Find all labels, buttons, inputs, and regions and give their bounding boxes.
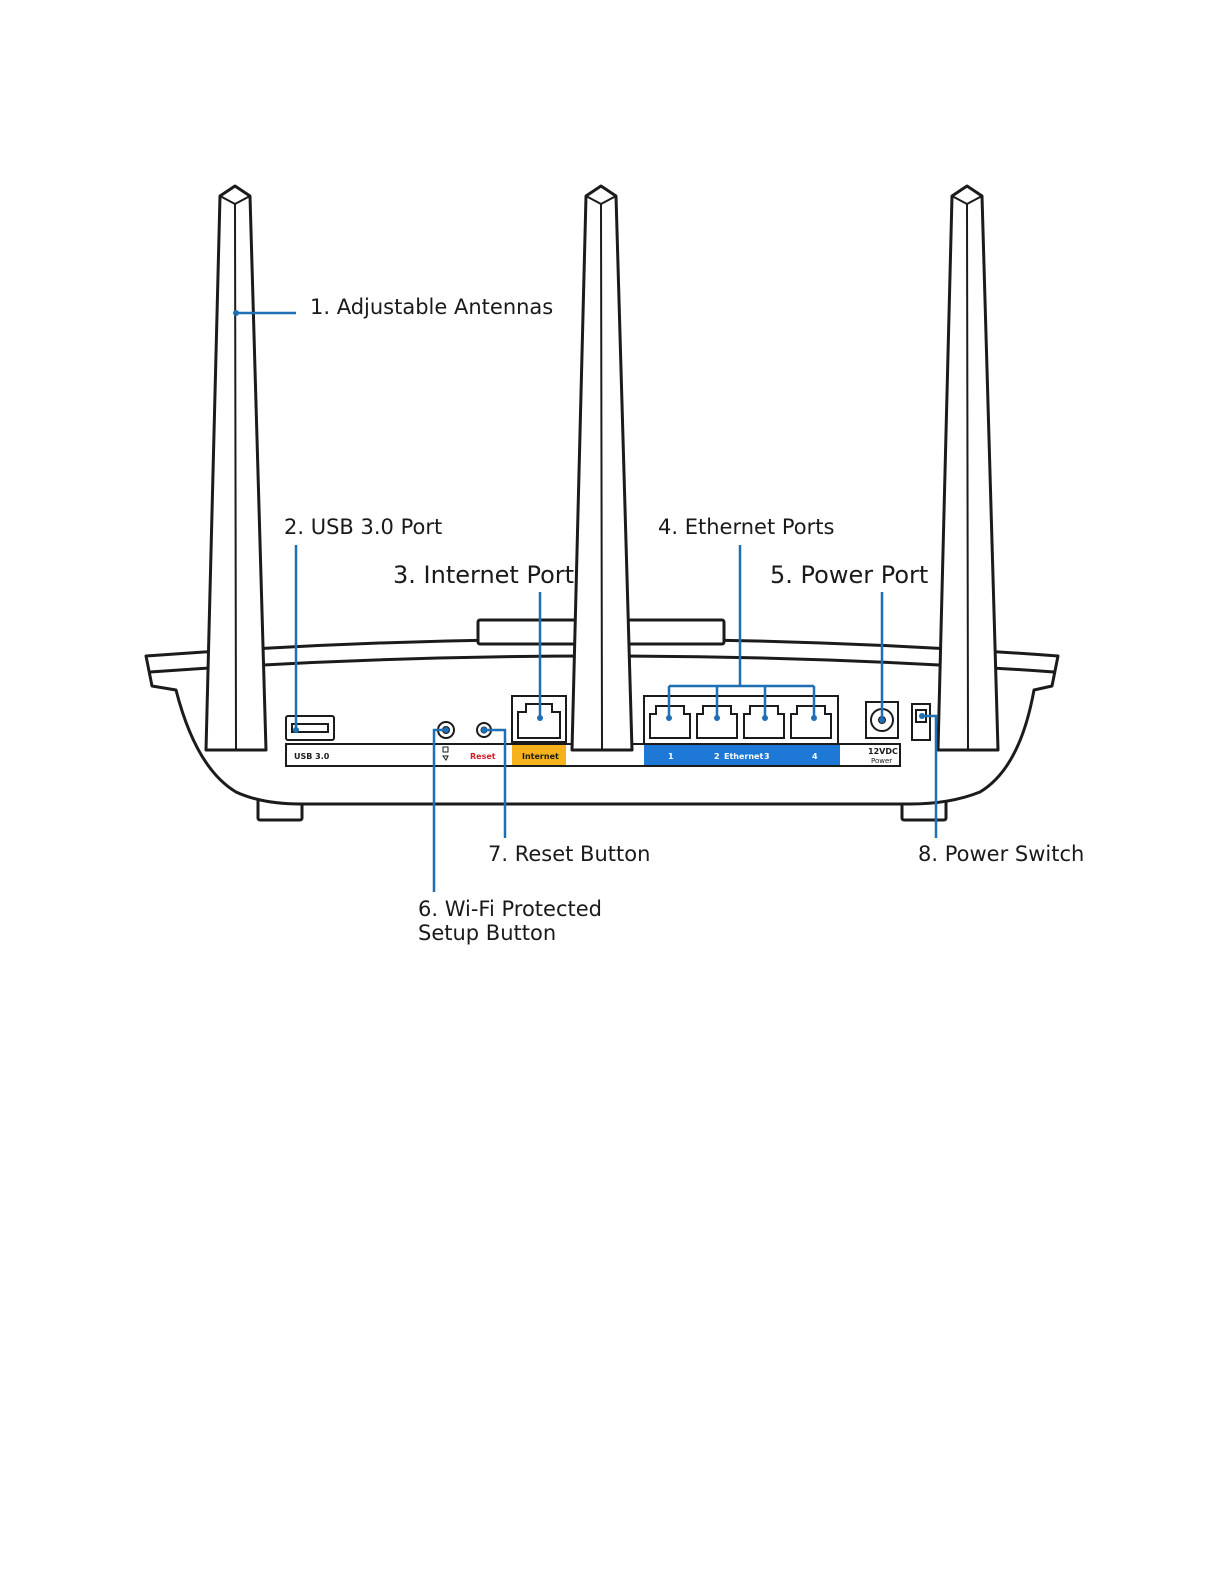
- antenna-right: [936, 184, 1000, 752]
- callout-antennas: 1. Adjustable Antennas: [310, 295, 553, 319]
- internet-panel-label: Internet: [522, 752, 559, 761]
- ethernet-panel-label-1: 1: [668, 752, 674, 761]
- antenna-center: [570, 184, 634, 752]
- ethernet-panel-label-word: Ethernet: [724, 752, 763, 761]
- leader-reset: [484, 728, 507, 838]
- leader-wps: [432, 728, 446, 892]
- reset-panel-label: Reset: [470, 752, 496, 761]
- callout-usb-port: 2. USB 3.0 Port: [284, 515, 442, 539]
- power-panel-word: Power: [871, 757, 892, 765]
- ethernet-port-4: [790, 705, 832, 739]
- ethernet-port-2: [696, 705, 738, 739]
- wps-symbol-icon: [442, 746, 449, 761]
- ethernet-panel-label-3: 3: [764, 752, 770, 761]
- callout-reset-button: 7. Reset Button: [488, 842, 650, 866]
- internet-label-bg: [512, 745, 566, 765]
- ethernet-port-3: [743, 705, 785, 739]
- power-panel-voltage: 12VDC: [868, 747, 898, 756]
- callout-internet-port: 3. Internet Port: [393, 561, 574, 589]
- ethernet-port-1: [649, 705, 691, 739]
- leader-ethernet: [667, 545, 816, 718]
- leader-lines: [236, 311, 938, 892]
- panel-text: USB 3.0 Reset Internet 1 2 Ethernet 3 4 …: [294, 747, 898, 765]
- leader-dots: [233, 310, 925, 733]
- callout-wps-line2: Setup Button: [418, 921, 556, 945]
- callout-power-port: 5. Power Port: [770, 561, 928, 589]
- ethernet-panel-label-4: 4: [812, 752, 818, 761]
- leader-power-switch: [922, 714, 938, 838]
- ethernet-label-bg: [644, 745, 840, 765]
- usb-panel-label: USB 3.0: [294, 752, 330, 761]
- callout-ethernet-ports: 4. Ethernet Ports: [658, 515, 834, 539]
- callout-wps-line1: 6. Wi-Fi Protected: [418, 897, 602, 921]
- antenna-left: [204, 184, 268, 752]
- antennas: [204, 184, 1000, 752]
- callout-power-switch: 8. Power Switch: [918, 842, 1084, 866]
- ethernet-panel-label-2: 2: [714, 752, 720, 761]
